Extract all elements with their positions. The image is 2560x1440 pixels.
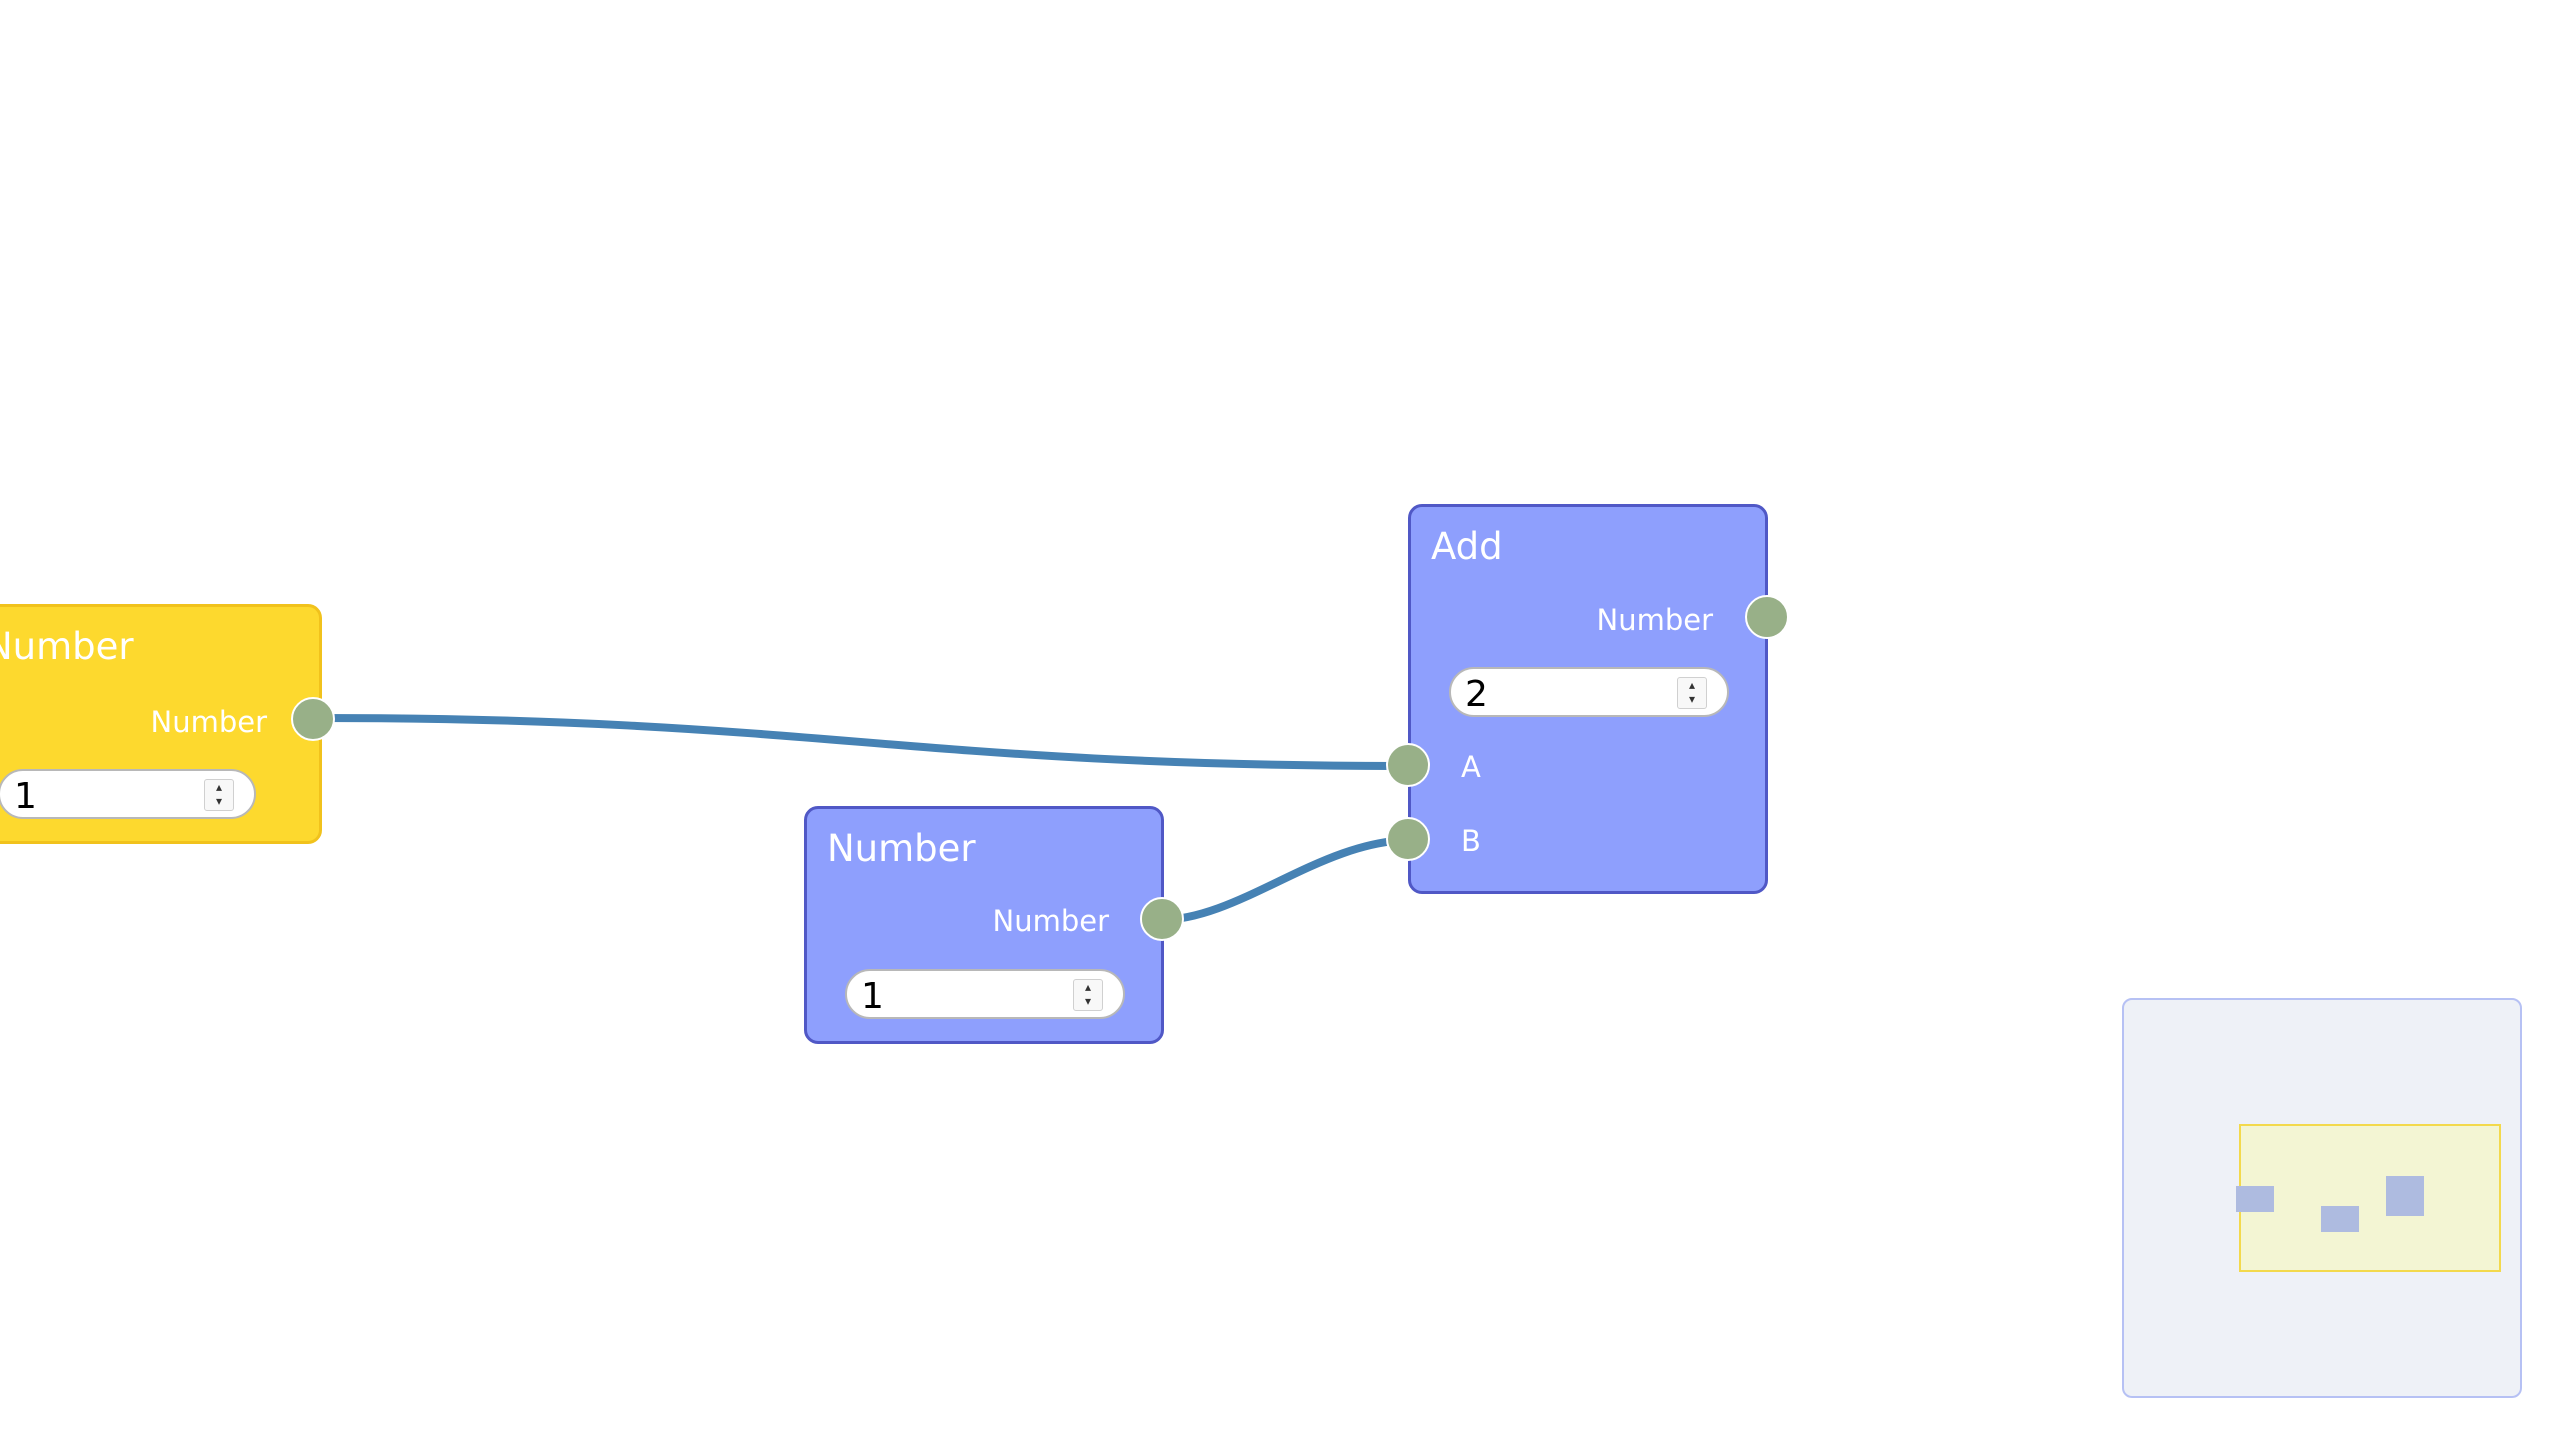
spinner-arrows-icon[interactable]: ▴▾ — [1677, 677, 1707, 709]
output-socket-icon[interactable] — [1745, 595, 1789, 639]
output-socket-icon[interactable] — [291, 697, 335, 741]
connection-number-to-add-a[interactable] — [317, 714, 1413, 770]
input-socket-a-icon[interactable] — [1386, 743, 1430, 787]
number-node[interactable]: Number Number 1 ▴▾ — [804, 806, 1184, 1044]
node-title: Add — [1431, 525, 1503, 568]
node-title: Number — [0, 625, 134, 668]
connection-number-to-add-b[interactable] — [1159, 836, 1413, 924]
number-node-selected[interactable]: Number Number 1 ▴▾ — [0, 604, 335, 844]
output-socket-icon[interactable] — [1140, 897, 1184, 941]
number-input-value: 1 — [861, 976, 884, 1017]
input-socket-b-icon[interactable] — [1386, 817, 1430, 861]
input-label-b: B — [1461, 824, 1481, 858]
minimap-viewport[interactable] — [2239, 1124, 2501, 1272]
add-node[interactable]: Add Number 2 ▴▾ A B — [1386, 504, 1789, 894]
number-input[interactable]: 1 ▴▾ — [0, 769, 256, 819]
spinner-arrows-icon[interactable]: ▴▾ — [1073, 979, 1103, 1011]
node-title: Number — [827, 827, 976, 870]
output-label: Number — [992, 904, 1110, 938]
minimap-node — [2386, 1176, 2424, 1216]
input-label-a: A — [1461, 750, 1481, 784]
number-input-value: 2 — [1465, 674, 1488, 715]
output-label: Number — [1596, 603, 1714, 637]
minimap[interactable] — [2122, 998, 2522, 1398]
output-label: Number — [150, 705, 268, 739]
minimap-node — [2236, 1186, 2274, 1212]
number-input[interactable]: 2 ▴▾ — [1449, 667, 1729, 717]
spinner-arrows-icon[interactable]: ▴▾ — [204, 779, 234, 811]
number-input-value: 1 — [14, 776, 37, 817]
number-input[interactable]: 1 ▴▾ — [845, 969, 1125, 1019]
minimap-node — [2321, 1206, 2359, 1232]
